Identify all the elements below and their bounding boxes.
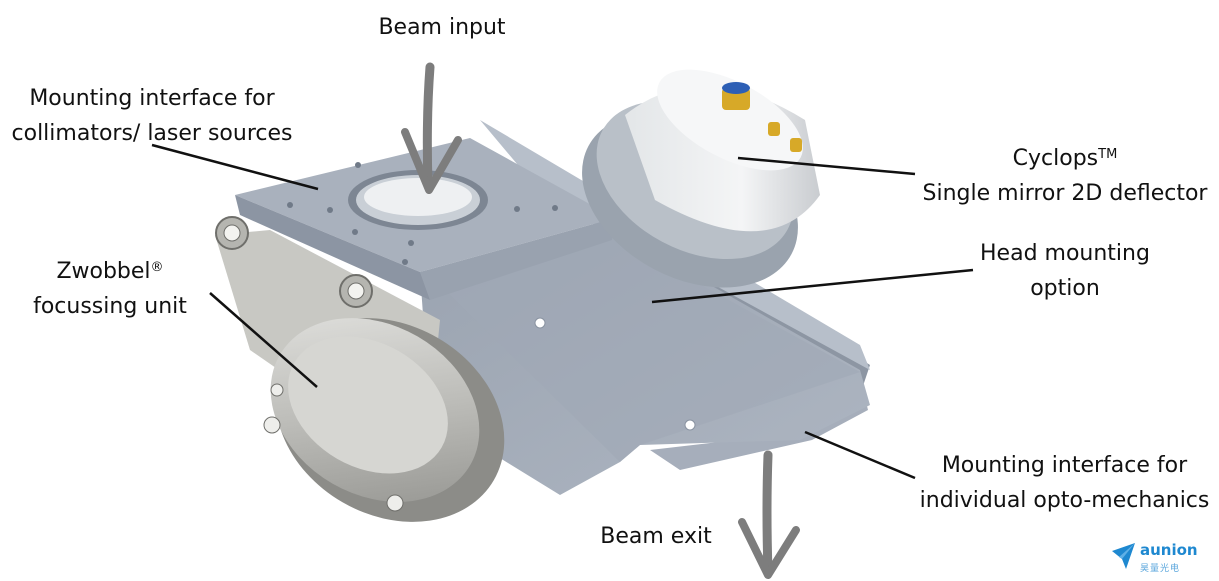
- cyclops-label: CyclopsTM Single mirror 2D deflector: [910, 141, 1219, 211]
- opto-mount-label: Mounting interface for individual opto-m…: [912, 448, 1217, 518]
- leader-line: [651, 268, 974, 304]
- leader-line: [151, 143, 319, 191]
- screw-hole: [534, 317, 546, 329]
- cyclops-line1: CyclopsTM: [910, 141, 1219, 176]
- aunion-logo: aunion 昊量光电: [1110, 539, 1214, 575]
- logo-subtitle: 昊量光电: [1140, 564, 1181, 574]
- beam-exit-text: Beam exit: [600, 524, 712, 549]
- registered-mark: ®: [150, 260, 164, 275]
- cyclops-name: Cyclops: [1012, 146, 1099, 171]
- beam-input-arrow: [401, 62, 462, 194]
- paper-plane-icon: [1112, 543, 1135, 569]
- zwobbel-name: Zwobbel: [56, 259, 151, 284]
- leader-lines: [151, 143, 974, 480]
- beam-exit-arrow: [738, 450, 800, 579]
- screw-hole: [684, 419, 696, 431]
- logo-name: aunion: [1140, 541, 1198, 559]
- beam-exit-label: Beam exit: [596, 519, 716, 554]
- leader-line: [209, 292, 318, 388]
- zwobbel-label: Zwobbel® focussing unit: [20, 254, 200, 324]
- beam-input-text: Beam input: [378, 15, 506, 40]
- collimator-mount-line2: collimators/ laser sources: [11, 121, 293, 146]
- collimator-mount-label: Mounting interface for collimators/ lase…: [2, 81, 302, 151]
- leader-line: [737, 156, 916, 176]
- leader-line: [804, 430, 916, 480]
- zwobbel-line1: Zwobbel®: [20, 254, 200, 289]
- head-mount-line1: Head mounting: [980, 241, 1150, 266]
- zwobbel-line2: focussing unit: [33, 294, 187, 319]
- zwobbel-unit: [215, 216, 505, 522]
- opto-mount-line2: individual opto-mechanics: [919, 488, 1210, 513]
- beam-input-label: Beam input: [372, 10, 512, 45]
- opto-mount-line1: Mounting interface for: [941, 453, 1188, 478]
- head-mount-line2: option: [1030, 276, 1100, 301]
- cyclops-deflector: [582, 69, 820, 288]
- head-mount-label: Head mounting option: [960, 236, 1170, 306]
- cyclops-line2: Single mirror 2D deflector: [922, 181, 1208, 206]
- trademark-mark: TM: [1098, 147, 1118, 162]
- collimator-mount-line1: Mounting interface for: [29, 86, 275, 111]
- top-plate: [235, 138, 615, 300]
